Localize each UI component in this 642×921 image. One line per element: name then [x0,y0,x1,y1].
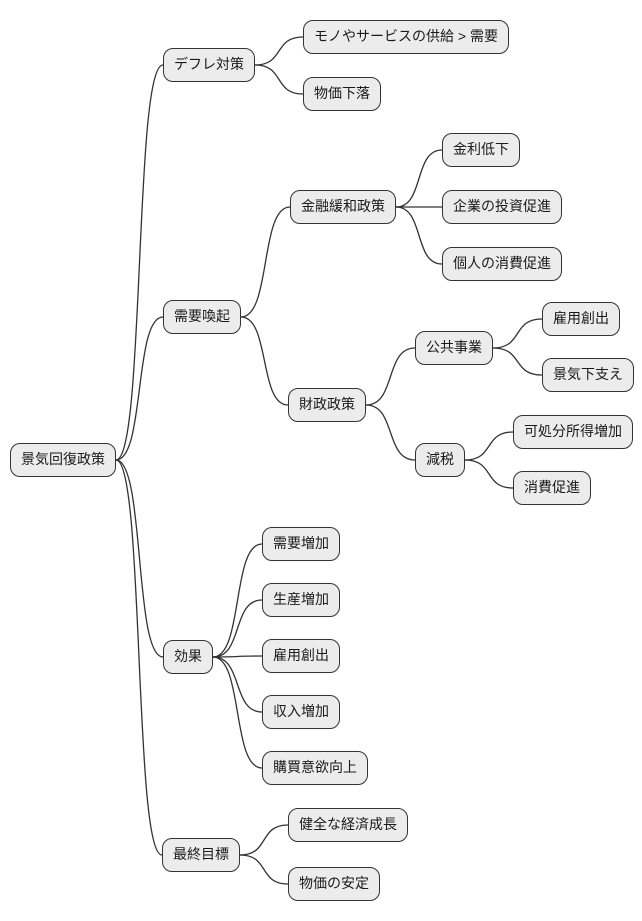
mindmap-edge [240,316,289,406]
mindmap-node-supply-gt-demand: モノやサービスの供給 > 需要 [303,20,509,54]
mindmap-node-demand-increase: 需要増加 [262,527,340,561]
mindmap-edge [395,206,443,265]
mindmap-node-corp-investment: 企業の投資促進 [442,190,562,224]
mindmap-node-job-creation: 雇用創出 [262,639,340,673]
mindmap-node-fiscal-policy: 財政政策 [288,388,366,422]
mindmap-edge [115,459,163,856]
mindmap-edge [395,149,443,208]
mindmap-node-tax-cut: 減税 [415,443,465,477]
mindmap-edge [365,347,416,406]
mindmap-edge [254,64,304,95]
mindmap-node-production-increase: 生産増加 [262,583,340,617]
mindmap-edge [115,316,164,461]
mindmap-node-effects: 効果 [163,640,213,674]
mindmap-node-income-increase: 収入増加 [262,695,340,729]
mindmap-node-job-creation: 雇用創出 [542,302,620,336]
mindmap-edge [212,599,263,658]
mindmap-edge [115,64,164,461]
mindmap-edge [492,318,543,349]
mindmap-node-healthy-growth: 健全な経済成長 [288,808,408,842]
mindmap-edge [212,656,263,769]
mindmap-edge [240,206,291,318]
mindmap-edge [239,824,289,856]
mindmap-node-price-decline: 物価下落 [303,77,381,111]
mindmap-node-personal-consumption: 個人の消費促進 [442,247,562,281]
mindmap-edge [365,404,416,461]
mindmap-edge [115,459,164,658]
mindmap-node-root: 景気回復政策 [10,443,116,477]
mindmap-edge [492,347,543,376]
mindmap-edge [212,655,263,658]
mindmap-node-economy-support: 景気下支え [542,358,634,392]
mindmap-node-consumption-promo: 消費促進 [513,471,591,505]
mindmap-edge [212,656,263,713]
mindmap-edge [464,459,514,489]
mindmap-edge [464,431,514,461]
mindmap-node-deflation: デフレ対策 [163,48,255,82]
mindmap-node-rate-cut: 金利低下 [442,133,520,167]
mindmap-node-public-works: 公共事業 [415,331,493,365]
mindmap-node-disposable-income: 可処分所得増加 [513,415,633,449]
mindmap-node-monetary-easing: 金融緩和政策 [290,190,396,224]
mindmap-node-demand-stimulus: 需要喚起 [163,300,241,334]
mindmap-edge [254,36,304,66]
mindmap-edge [239,854,289,885]
mindmap-node-final-goal: 最終目標 [162,838,240,872]
mindmap-edge [212,543,263,658]
mindmap-node-purchase-motivation: 購買意欲向上 [262,751,368,785]
mindmap-node-price-stability: 物価の安定 [288,867,380,901]
